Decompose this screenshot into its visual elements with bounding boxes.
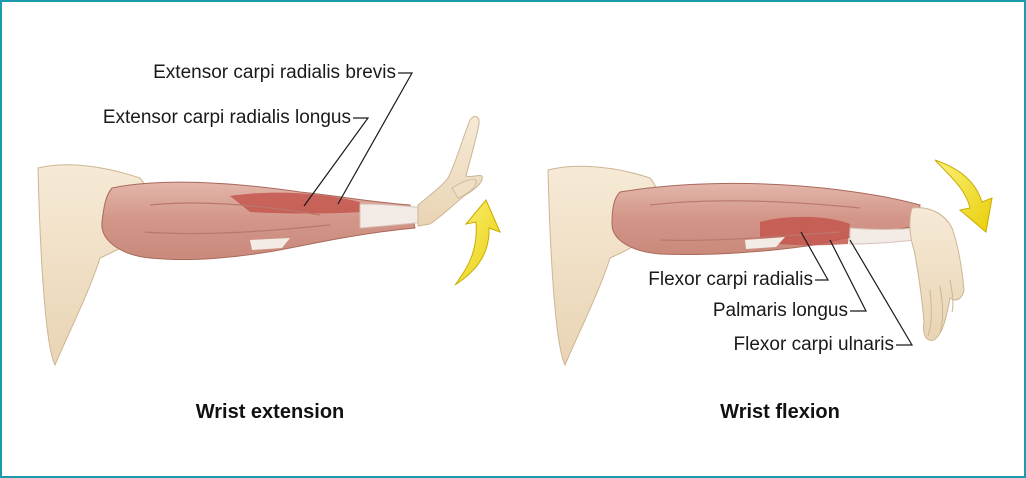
flexion-hand [910,208,964,341]
flexion-wrist-tendons [850,228,915,244]
label-extensor-carpi-radialis-brevis: Extensor carpi radialis brevis [60,62,396,84]
extension-arm [38,117,482,365]
leader-brevis [338,73,412,204]
extension-hand [418,117,482,226]
label-palmaris-longus: Palmaris longus [640,300,848,322]
leader-longus [304,118,368,206]
curved-arrow-up-icon [455,200,500,285]
extension-wrist-tendons [360,204,425,228]
caption-wrist-extension: Wrist extension [160,400,380,424]
leader-flexor-ulnaris [850,240,912,345]
caption-wrist-flexion: Wrist flexion [680,400,880,424]
label-flexor-carpi-radialis: Flexor carpi radialis [580,269,813,291]
label-flexor-carpi-ulnaris: Flexor carpi ulnaris [670,334,894,356]
label-extensor-carpi-radialis-longus: Extensor carpi radialis longus [20,107,351,129]
